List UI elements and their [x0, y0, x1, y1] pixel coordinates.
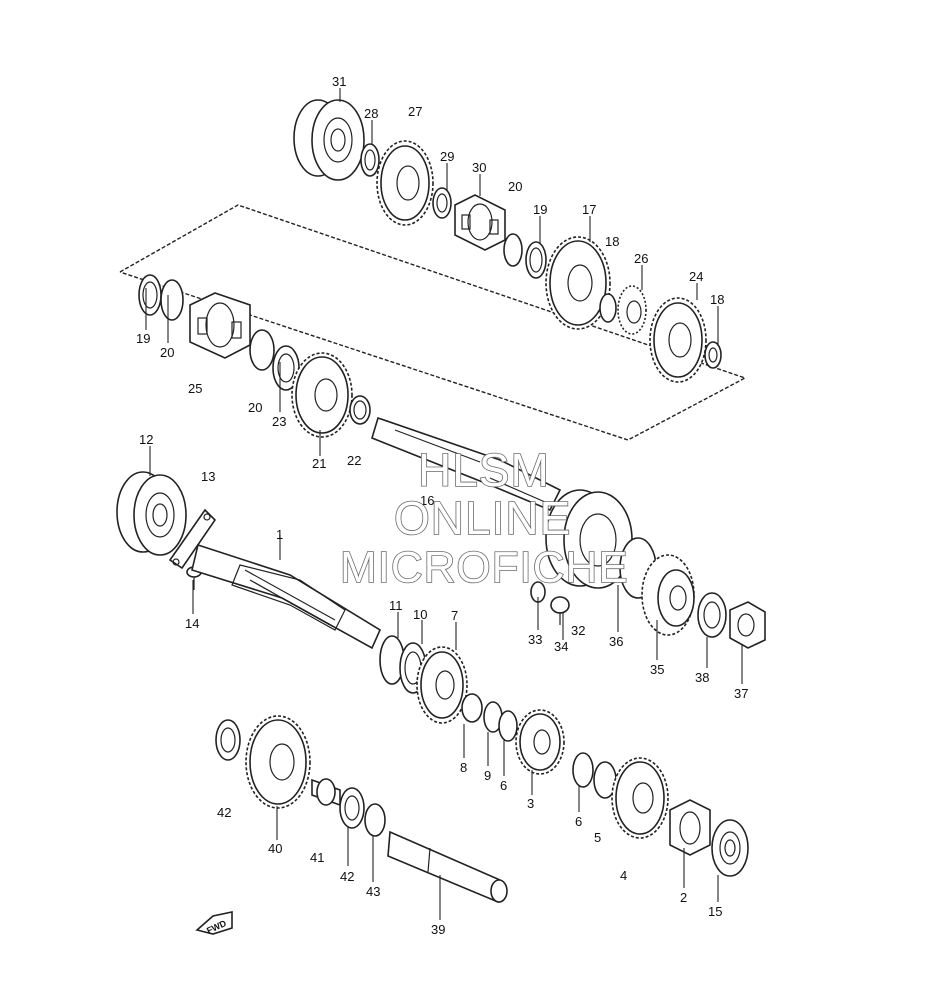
part-17-gear[interactable]	[545, 236, 611, 330]
part-label[interactable]: 20	[160, 345, 174, 360]
part-label[interactable]: 5	[594, 830, 601, 845]
part-35-bevel-gear[interactable]	[641, 554, 695, 636]
part-7-gear[interactable]	[416, 646, 468, 724]
part-label[interactable]: 11	[389, 598, 403, 613]
part-label[interactable]: 20	[248, 400, 262, 415]
part-43-circlip[interactable]	[364, 803, 386, 837]
part-label[interactable]: 13	[201, 469, 215, 484]
part-label[interactable]: 16	[420, 493, 434, 508]
part-label[interactable]: 42	[340, 869, 354, 884]
part-label[interactable]: 2	[680, 890, 687, 905]
part-label[interactable]: 23	[272, 414, 286, 429]
part-label[interactable]: 40	[268, 841, 282, 856]
part-label[interactable]: 6	[575, 814, 582, 829]
watermark-line-3: MICROFICHE	[340, 543, 629, 592]
forward-direction-badge: FWD	[195, 911, 233, 936]
part-2-gear[interactable]	[669, 799, 711, 856]
part-label[interactable]: 7	[451, 608, 458, 623]
part-label[interactable]: 6	[500, 778, 507, 793]
part-label[interactable]: 19	[533, 202, 547, 217]
part-29-washer[interactable]	[432, 187, 452, 219]
part-40-gear[interactable]	[245, 715, 311, 809]
part-label[interactable]: 25	[188, 381, 202, 396]
part-label[interactable]: 19	[136, 331, 150, 346]
part-label[interactable]: 38	[695, 670, 709, 685]
part-label[interactable]: 21	[312, 456, 326, 471]
part-label[interactable]: 32	[571, 623, 585, 638]
part-32-bolt[interactable]	[550, 596, 570, 625]
part-18-washer-right[interactable]	[704, 341, 722, 369]
part-36-bearing[interactable]	[545, 489, 633, 589]
part-label[interactable]: 36	[609, 634, 623, 649]
part-8-bush[interactable]	[461, 693, 483, 723]
watermark-line-2: ONLINE	[394, 492, 571, 544]
part-label[interactable]: 8	[460, 760, 467, 775]
part-label[interactable]: 35	[650, 662, 664, 677]
part-label[interactable]: 17	[582, 202, 596, 217]
watermark-line-1: HLSM	[418, 444, 550, 496]
part-16-countershaft[interactable]	[371, 416, 562, 512]
part-label[interactable]: 20	[508, 179, 522, 194]
arrow-left-icon	[195, 911, 233, 935]
part-25-gear[interactable]	[189, 292, 251, 359]
part-label[interactable]: 10	[413, 607, 427, 622]
part-label[interactable]: 27	[408, 104, 422, 119]
watermark: HLSM ONLINE MICROFICHE	[339, 443, 629, 593]
part-label[interactable]: 22	[347, 453, 361, 468]
part-21-gear[interactable]	[291, 352, 353, 438]
part-41-bush[interactable]	[311, 778, 341, 807]
part-label[interactable]: 41	[310, 850, 324, 865]
part-28-washer[interactable]	[360, 143, 380, 177]
part-label[interactable]: 28	[364, 106, 378, 121]
part-26-bush[interactable]	[599, 285, 647, 335]
part-4-gear[interactable]	[611, 757, 669, 839]
part-label[interactable]: 43	[366, 884, 380, 899]
part-19-circlip-left[interactable]	[138, 274, 162, 316]
part-label[interactable]: 1	[276, 527, 283, 542]
part-24-gear[interactable]	[649, 297, 707, 383]
part-label[interactable]: 39	[431, 922, 445, 937]
part-labels: 31 28 27 29 30 20 19 17 18 26 24 18 19 2…	[136, 74, 748, 937]
part-label[interactable]: 30	[472, 160, 486, 175]
part-label[interactable]: 4	[620, 868, 627, 883]
part-label[interactable]: 33	[528, 632, 542, 647]
part-label[interactable]: 9	[484, 768, 491, 783]
part-22-bushing[interactable]	[349, 395, 371, 425]
part-30-dog-gear[interactable]	[454, 194, 506, 251]
part-15-bearing[interactable]	[711, 819, 749, 877]
part-27-gear[interactable]	[376, 140, 434, 226]
part-label[interactable]: 34	[554, 639, 568, 654]
part-20-washer-mid[interactable]	[249, 329, 275, 371]
part-label[interactable]: 24	[689, 269, 703, 284]
part-6-circlip-b[interactable]	[572, 752, 594, 788]
part-label[interactable]: 29	[440, 149, 454, 164]
part-label[interactable]: 37	[734, 686, 748, 701]
part-1-mainshaft[interactable]	[191, 543, 382, 650]
part-label[interactable]: 15	[708, 904, 722, 919]
countershaft-group-outline	[119, 204, 747, 441]
part-19-circlip-top[interactable]	[525, 241, 547, 279]
part-20-washer-left[interactable]	[160, 279, 184, 321]
part-38-washer[interactable]	[697, 592, 727, 638]
leader-lines	[145, 88, 743, 920]
part-label[interactable]: 12	[139, 432, 153, 447]
part-label[interactable]: 18	[710, 292, 724, 307]
part-label[interactable]: 31	[332, 74, 346, 89]
part-37-nut[interactable]	[729, 601, 766, 649]
part-label[interactable]: 42	[217, 805, 231, 820]
part-3-gear[interactable]	[515, 709, 565, 775]
part-label[interactable]: 18	[605, 234, 619, 249]
part-6-circlip-a[interactable]	[498, 710, 518, 742]
part-42-washer-right[interactable]	[339, 787, 365, 829]
part-12-bearing[interactable]	[116, 471, 187, 556]
part-label[interactable]: 26	[634, 251, 648, 266]
part-label[interactable]: 14	[185, 616, 199, 631]
part-42-washer-left[interactable]	[215, 719, 241, 761]
part-label[interactable]: 3	[527, 796, 534, 811]
part-20-washer-top[interactable]	[503, 233, 523, 267]
part-13-retainer[interactable]	[168, 508, 217, 570]
part-39-shaft[interactable]	[387, 830, 508, 904]
part-31-bearing[interactable]	[293, 99, 365, 181]
